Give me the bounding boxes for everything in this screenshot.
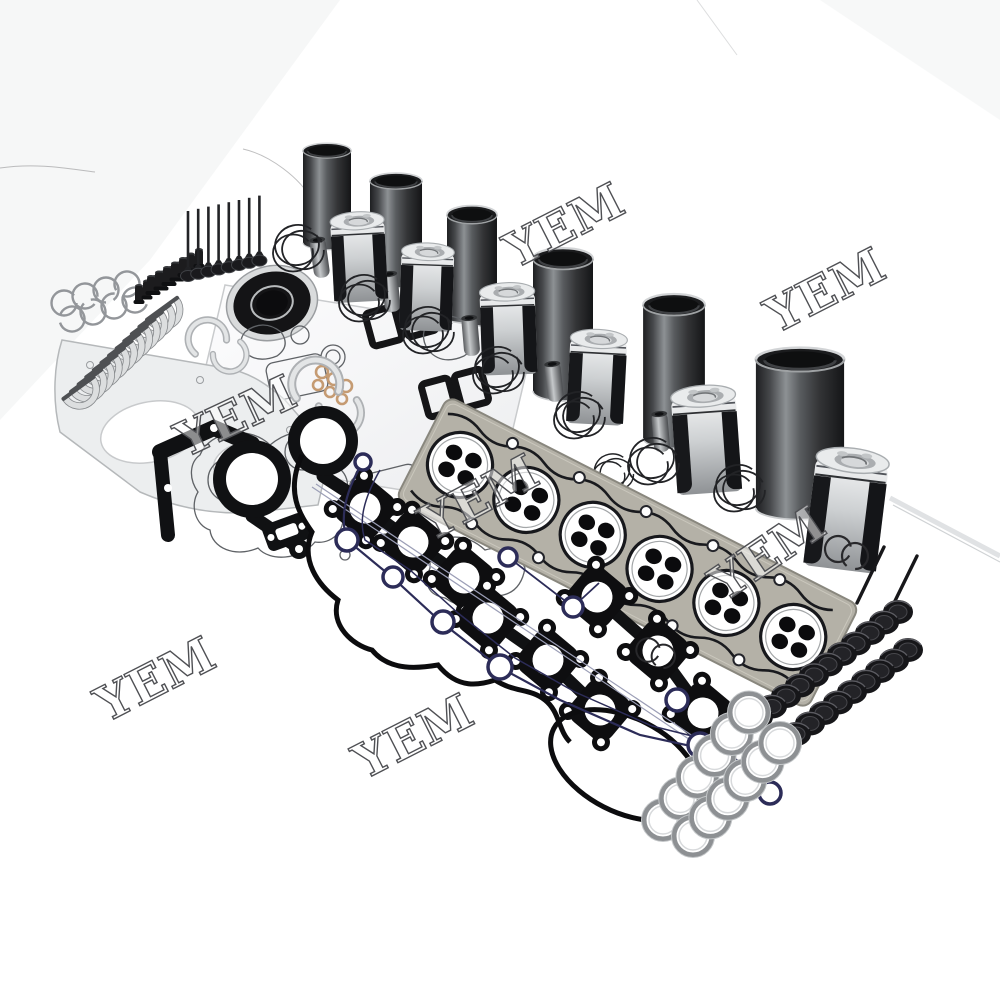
rear-main-seal xyxy=(225,264,319,342)
piston xyxy=(669,382,744,497)
piston xyxy=(478,280,539,377)
piston xyxy=(328,209,390,304)
grommet-holes xyxy=(334,452,783,806)
piston xyxy=(565,327,629,427)
valve-stem xyxy=(855,545,886,605)
timing-case-gasket xyxy=(152,406,372,559)
paper-seam xyxy=(888,495,1000,563)
valve-stem xyxy=(890,554,919,609)
manifold-end-flange xyxy=(262,513,310,551)
exhaust-manifold-gasket xyxy=(262,457,754,764)
backdrop-crease-line xyxy=(0,165,96,173)
valve-set-black xyxy=(742,545,924,768)
